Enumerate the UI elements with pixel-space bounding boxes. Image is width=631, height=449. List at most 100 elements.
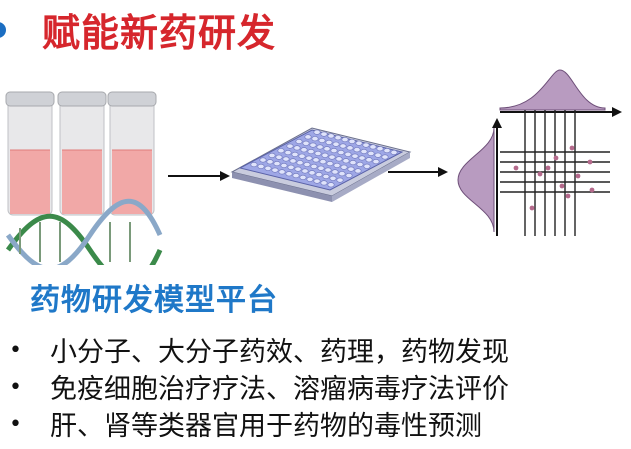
plate-well (278, 169, 286, 175)
plate-well (307, 149, 315, 155)
plate-well (316, 144, 324, 150)
plate-well (319, 159, 327, 165)
plate-well (302, 140, 310, 146)
plate-well (347, 166, 355, 172)
plate-well (296, 160, 304, 166)
plate-well (376, 146, 384, 152)
plate-well (318, 138, 326, 144)
plate-well (317, 165, 325, 171)
plate-well (342, 158, 350, 164)
plate-well (273, 161, 281, 167)
plate-well (356, 161, 364, 167)
plate-well (363, 163, 371, 169)
plate-well (293, 145, 301, 151)
plate-well (314, 150, 322, 156)
plate-well (324, 167, 332, 173)
plate-well (285, 171, 293, 177)
page-title: 赋能新药研发 (42, 11, 277, 55)
plate-well (305, 155, 313, 161)
plate-well (322, 174, 330, 180)
plate-well (383, 148, 391, 154)
plate-well (289, 158, 297, 164)
plate-well (304, 134, 312, 140)
plate-well (298, 153, 306, 159)
bullet-icon: • (9, 338, 22, 363)
plate-well (334, 135, 342, 141)
scatter-plot-icon (457, 69, 622, 236)
workflow-illustration (5, 69, 622, 265)
list-item: • 肝、肾等类器官用于药物的毒性预测 (0, 404, 631, 442)
plate-well (390, 149, 398, 155)
plate-well (333, 162, 341, 168)
plate-well (271, 167, 279, 173)
plate-well (338, 171, 346, 177)
plate-well (349, 160, 357, 166)
well-plate (230, 127, 412, 202)
arrow-right-icon (168, 171, 230, 181)
plate-well (326, 161, 334, 167)
plate-well (313, 178, 321, 184)
plate-well (351, 153, 359, 159)
plate-well (266, 159, 274, 165)
section-title: 药物研发模型平台 (30, 283, 278, 318)
plate-well (355, 140, 363, 146)
plate-well (327, 133, 335, 139)
plate-well (341, 137, 349, 143)
plate-well (336, 177, 344, 183)
plate-well (353, 147, 361, 153)
plate-well (301, 168, 309, 174)
plate-well (292, 173, 300, 179)
plate-well (315, 172, 323, 178)
plate-well (345, 173, 353, 179)
plate-well (294, 166, 302, 172)
plate-well (374, 152, 382, 158)
plate-well (280, 163, 288, 169)
bullet-icon: • (9, 375, 22, 400)
plate-well (306, 176, 314, 182)
plate-well (310, 163, 318, 169)
plate-well (268, 152, 276, 158)
tube-2 (57, 91, 107, 216)
plate-well (308, 170, 316, 176)
list-item-text: 小分子、大分子药效、药理，药物发现 (50, 337, 509, 368)
list-item: • 小分子、大分子药效、药理，药物发现 (0, 330, 631, 368)
plate-well (325, 139, 333, 145)
plate-well (291, 151, 299, 157)
plate-well (337, 150, 345, 156)
plate-well (358, 155, 366, 161)
list-item: • 免疫细胞治疗疗法、溶瘤病毒疗法评价 (0, 367, 631, 405)
plate-well (346, 145, 354, 151)
plate-well (259, 157, 267, 163)
plate-well (313, 129, 321, 135)
plate-well (344, 151, 352, 157)
plate-well (277, 148, 285, 154)
sample-tubes (5, 91, 157, 216)
list-item-text: 肝、肾等类器官用于药物的毒性预测 (50, 411, 482, 442)
feature-list: • 小分子、大分子药效、药理，药物发现 • 免疫细胞治疗疗法、溶瘤病毒疗法评价 … (0, 330, 631, 442)
arrow-right-icon (388, 167, 448, 177)
plate-well (365, 157, 373, 163)
bullet-icon: • (9, 412, 22, 437)
plate-well (320, 180, 328, 186)
plate-well (299, 174, 307, 180)
plate-well (335, 156, 343, 162)
plate-well (348, 138, 356, 144)
plate-well (354, 168, 362, 174)
dna-helix-icon (5, 198, 163, 265)
plate-well (257, 163, 265, 169)
plate-well (312, 157, 320, 163)
plate-well (264, 165, 272, 171)
plate-well (303, 162, 311, 168)
plate-well (286, 143, 294, 149)
plate-well (323, 146, 331, 152)
plate-well (360, 149, 368, 155)
plate-well (330, 148, 338, 154)
plate-well (275, 154, 283, 160)
plate-well (300, 147, 308, 153)
tube-3 (107, 91, 157, 216)
plate-well (367, 150, 375, 156)
plate-well (282, 156, 290, 162)
plate-well (311, 136, 319, 142)
plate-well (372, 159, 380, 165)
plate-well (287, 164, 295, 170)
